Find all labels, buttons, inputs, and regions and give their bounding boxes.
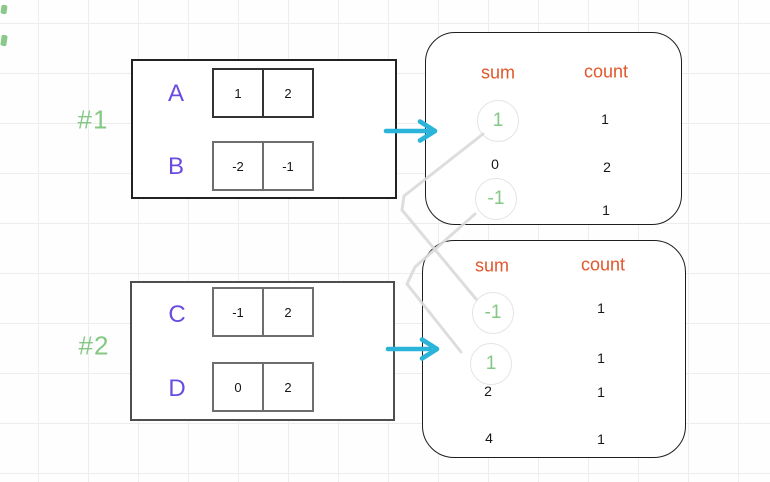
sum-value-circled: -1 [472, 292, 514, 334]
array-cell: 1 [212, 68, 264, 118]
array-cell: 0 [212, 362, 264, 412]
array-cell: 2 [262, 287, 314, 337]
green-mark-icon [0, 4, 8, 15]
count-header: count [580, 254, 626, 275]
sum-value-circled: 1 [477, 100, 519, 142]
sum-header: sum [474, 255, 510, 276]
count-header: count [583, 61, 629, 82]
count-value: 1 [601, 111, 609, 127]
count-value: 1 [597, 384, 605, 400]
sum-value: 0 [491, 156, 499, 172]
array-label-a: A [167, 80, 185, 107]
array-cell: -1 [212, 287, 264, 337]
array-label-d: D [168, 375, 186, 402]
count-value: 1 [597, 350, 605, 366]
count-value: 1 [602, 202, 610, 218]
sum-header: sum [480, 62, 516, 83]
group-1-tag: #1 [77, 104, 109, 135]
sum-value-circled: -1 [475, 178, 517, 220]
sum-value: 2 [484, 383, 492, 399]
array-label-b: B [167, 153, 185, 180]
count-value: 1 [597, 300, 605, 316]
array-label-c: C [168, 301, 186, 328]
count-value: 1 [597, 431, 605, 447]
hashmap-1-box: sum count 1 1 0 2 -1 1 [425, 32, 682, 225]
array-cell: -2 [212, 141, 264, 191]
array-cell: 2 [262, 68, 314, 118]
count-value: 2 [603, 159, 611, 175]
group-2-tag: #2 [78, 330, 110, 361]
group-1-box: A 1 2 B -2 -1 [131, 59, 397, 199]
green-mark-icon [0, 34, 8, 47]
sum-value: 4 [485, 430, 493, 446]
array-cell: -1 [262, 141, 314, 191]
group-2-box: C -1 2 D 0 2 [130, 281, 395, 421]
array-cell: 2 [262, 362, 314, 412]
sum-value-circled: 1 [470, 343, 512, 385]
hashmap-2-box: sum count -1 1 1 1 2 1 4 1 [422, 240, 686, 458]
